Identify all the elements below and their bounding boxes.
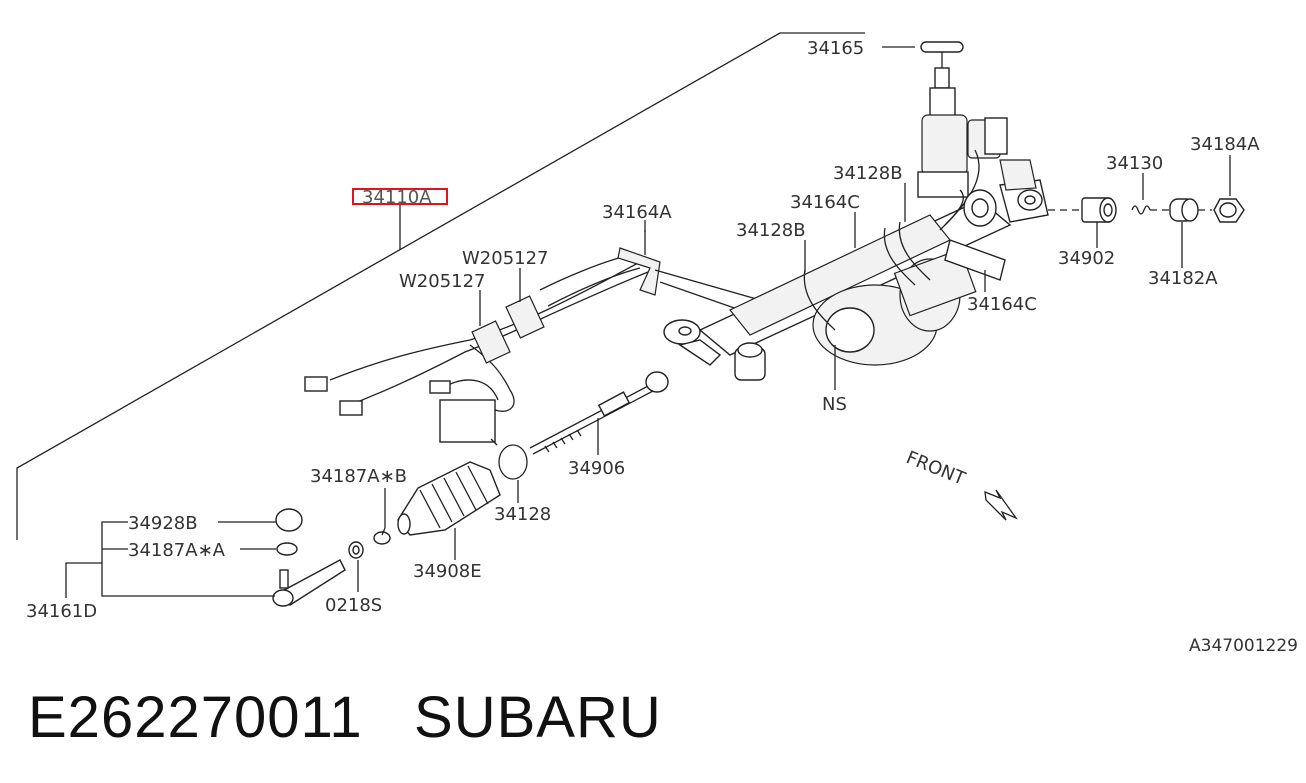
label-34906[interactable]: 34906 [568, 458, 625, 479]
connector-block [439, 399, 496, 443]
label-34128B-mid[interactable]: 34128B [736, 220, 806, 241]
spring-34130 [1131, 205, 1151, 215]
label-NS[interactable]: NS [822, 394, 847, 415]
footer-brand: SUBARU [414, 685, 662, 750]
wire-harness [304, 254, 649, 443]
bracket-34164A [617, 230, 761, 311]
diagram-code: A347001229 [1189, 636, 1298, 656]
label-34182A[interactable]: 34182A [1148, 268, 1218, 289]
ring-34187A-A [276, 542, 298, 556]
footer-part-number: E262270011 [28, 685, 363, 750]
label-34187A-B[interactable]: 34187A∗B [310, 466, 407, 487]
steering-rack-housing [663, 199, 1012, 381]
label-34164C-top[interactable]: 34164C [790, 192, 860, 213]
highlight-box-34110A [352, 188, 448, 205]
label-34184A[interactable]: 34184A [1190, 134, 1260, 155]
harness-clamp-a [471, 320, 511, 364]
label-34164C-right[interactable]: 34164C [967, 294, 1037, 315]
front-label: FRONT [903, 447, 969, 490]
tie-rod-end [272, 508, 346, 607]
control-valve [917, 41, 1008, 231]
part-labels: 34165 34110A 34164A 34128B 34164C 34128B… [26, 38, 1260, 622]
label-0218S[interactable]: 0218S [325, 595, 382, 616]
label-34187A-A[interactable]: 34187A∗A [128, 540, 226, 561]
label-34128B-top[interactable]: 34128B [833, 163, 903, 184]
label-34161D[interactable]: 34161D [26, 601, 97, 622]
leader-lines [65, 46, 1231, 598]
connector-small-a [304, 376, 328, 392]
label-34165[interactable]: 34165 [807, 38, 864, 59]
front-arrow-icon: FRONT [903, 447, 1018, 521]
label-W205127-a[interactable]: W205127 [462, 248, 549, 269]
label-34902[interactable]: 34902 [1058, 248, 1115, 269]
label-34110A[interactable]: 34110A [362, 187, 432, 208]
nut-0218S [348, 541, 364, 559]
label-34164A[interactable]: 34164A [602, 202, 672, 223]
label-34130[interactable]: 34130 [1106, 153, 1163, 174]
label-34908E[interactable]: 34908E [413, 561, 482, 582]
cap-34165 [920, 41, 964, 53]
rack-boot [397, 461, 501, 536]
label-34928B[interactable]: 34928B [128, 513, 198, 534]
connector-small-b [339, 400, 363, 416]
assembly-boundary-line [16, 32, 865, 540]
rack-end-fitting [944, 159, 1080, 281]
clamp-34187A-B [373, 527, 391, 545]
connector-small-c [429, 380, 451, 394]
inner-tie-rod [529, 371, 669, 455]
right-small-parts [1081, 197, 1245, 223]
label-34128[interactable]: 34128 [494, 504, 551, 525]
clip-34128 [490, 438, 528, 480]
label-W205127-b[interactable]: W205127 [399, 271, 486, 292]
footer-caption: E262270011 SUBARU [28, 684, 662, 751]
dust-cap-34928B [275, 508, 303, 532]
harness-clamp-b [505, 295, 545, 339]
